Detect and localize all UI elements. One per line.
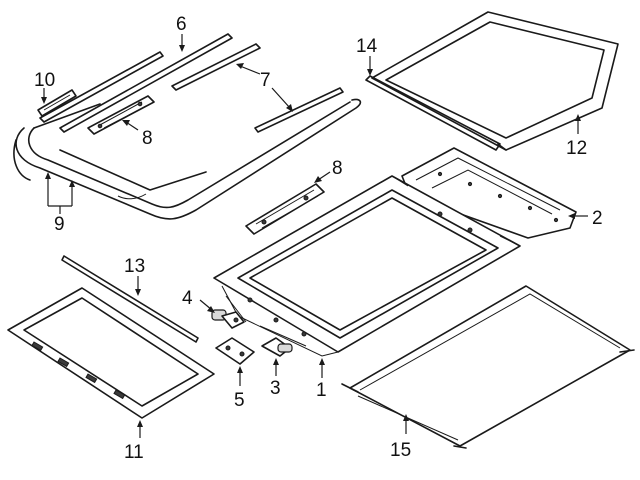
bracket-3 [261,337,293,357]
callout-2: 2 [592,208,603,229]
callout-4: 4 [182,288,193,309]
callout-15: 15 [390,440,411,461]
frame-seal-9 [13,98,362,220]
motor-4 [211,309,245,329]
callout-9: 9 [54,214,65,235]
callout-5: 5 [234,390,245,411]
cable-bracket-8-lower [245,183,325,235]
sunshade-panel-11 [7,287,215,419]
panel-seal-14 [365,75,501,151]
bracket-5 [215,337,255,365]
cable-bracket-8-upper [87,95,155,135]
roller-blind-15 [341,285,635,449]
callout-10: 10 [34,70,55,91]
callout-7: 7 [260,70,271,91]
callout-8-upper: 8 [142,128,153,149]
glass-panel-12 [371,11,619,151]
callout-8-lower: 8 [332,158,343,179]
drain-tube-10 [37,89,77,117]
callout-14: 14 [356,36,378,57]
leader-lines [41,34,588,438]
callout-13: 13 [124,256,145,277]
callout-labels: 1 2 3 4 5 6 7 8 8 9 10 11 12 13 14 15 [34,14,603,463]
callout-3: 3 [270,378,281,399]
guide-rails-7 [171,43,344,133]
seal-strip-6 [39,33,233,133]
callout-12: 12 [566,138,587,159]
callout-11: 11 [124,442,144,463]
callout-1: 1 [316,380,327,401]
sunroof-frame-1 [213,175,521,357]
seal-strip-13 [61,255,199,343]
callout-6: 6 [176,14,187,35]
